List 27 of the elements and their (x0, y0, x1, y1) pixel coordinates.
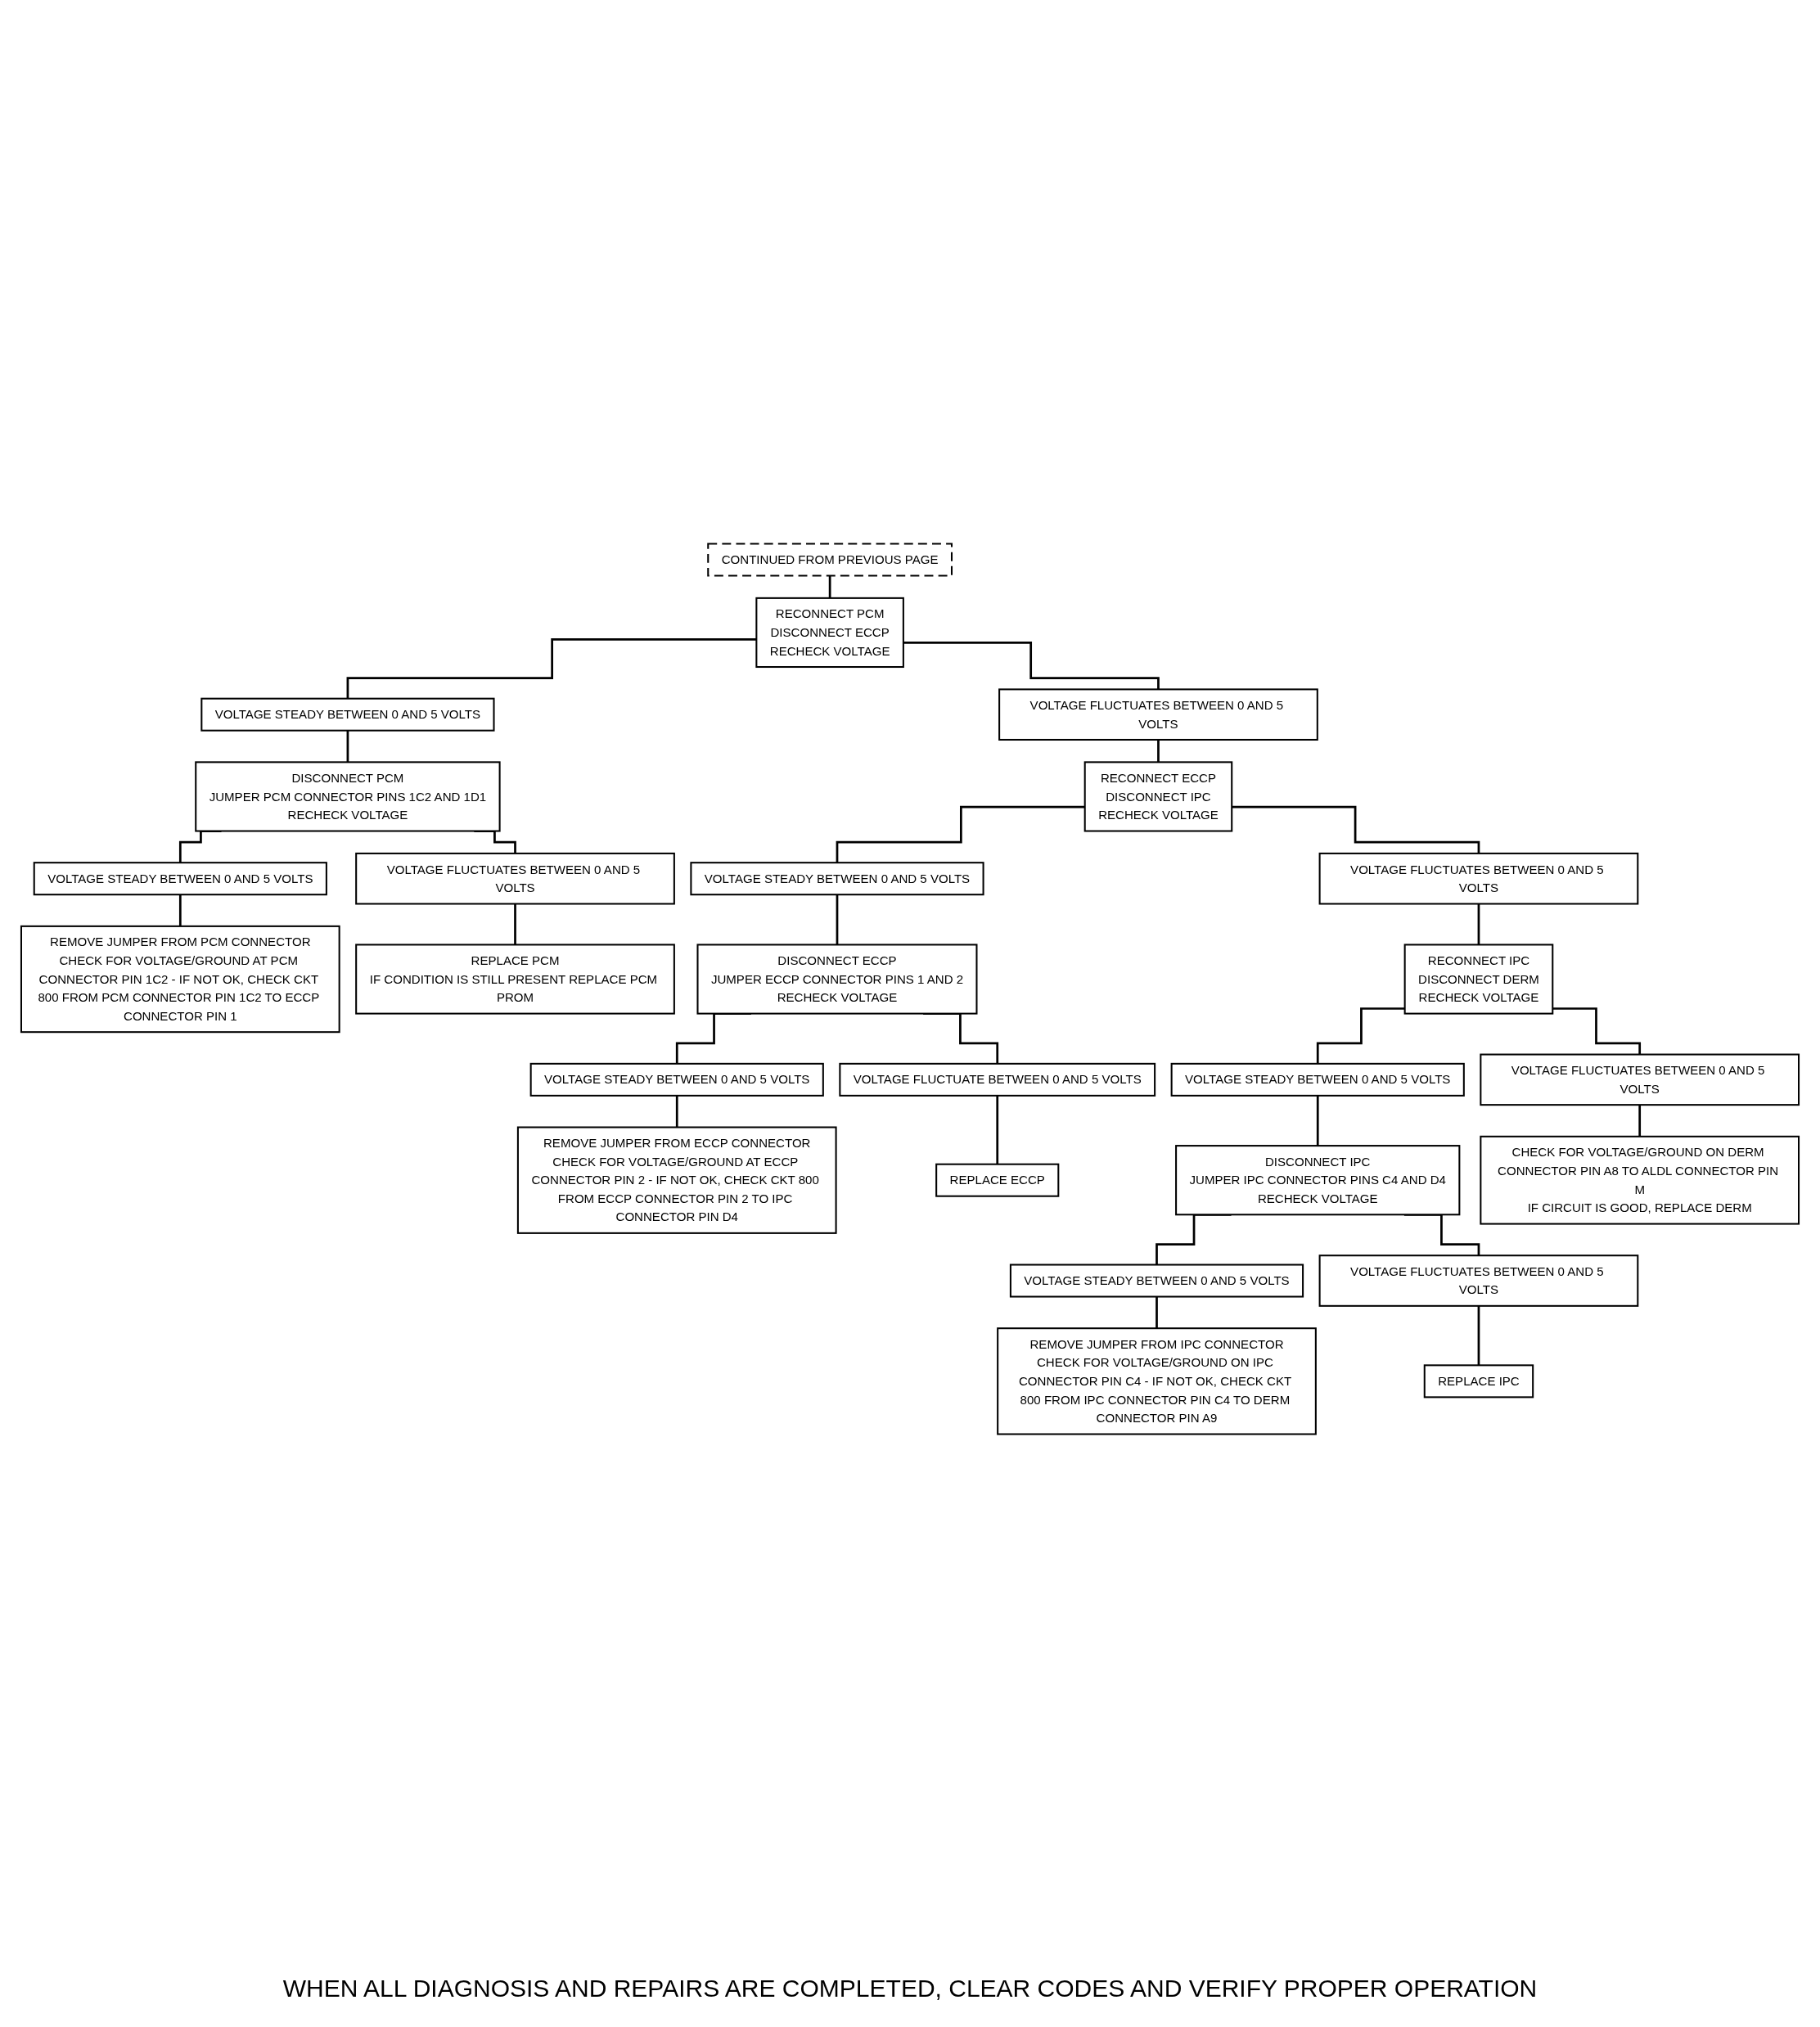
node-box: REPLACE IPC (1423, 1364, 1534, 1399)
node-box: CONTINUED FROM PREVIOUS PAGE (707, 543, 953, 577)
node-box: VOLTAGE FLUCTUATES BETWEEN 0 AND 5 VOLTS (1318, 1254, 1639, 1307)
node-box: REPLACE PCM IF CONDITION IS STILL PRESENT REPLACE PCM PROM (355, 944, 675, 1015)
node-box: VOLTAGE FLUCTUATES BETWEEN 0 AND 5 VOLTS (355, 852, 675, 905)
node-box: VOLTAGE FLUCTUATES BETWEEN 0 AND 5 VOLTS (1318, 852, 1639, 905)
node-box: RECONNECT ECCP DISCONNECT IPC RECHECK VOLTAGE (1083, 761, 1233, 832)
node-box: DISCONNECT PCM JUMPER PCM CONNECTOR PINS 1C2 AND 1D1 RECHECK VOLTAGE (195, 761, 501, 832)
node-box: DISCONNECT ECCP JUMPER ECCP CONNECTOR PINS 1 AND 2 RECHECK VOLTAGE (696, 944, 978, 1015)
node-box: VOLTAGE STEADY BETWEEN 0 AND 5 VOLTS (200, 697, 495, 732)
node-box: REMOVE JUMPER FROM ECCP CONNECTOR CHECK FOR VOLTAGE/GROUND AT ECCP CONNECTOR PIN 2 - IF NOT OK, CHECK CKT 800 FROM ECCP CONNECTOR PIN 2 TO IPC CONNECTOR PIN D4 (516, 1126, 837, 1234)
node-box: VOLTAGE FLUCTUATES BETWEEN 0 AND 5 VOLTS (998, 688, 1318, 741)
node-box: VOLTAGE STEADY BETWEEN 0 AND 5 VOLTS (529, 1062, 824, 1097)
node-box: VOLTAGE FLUCTUATE BETWEEN 0 AND 5 VOLTS (839, 1062, 1156, 1097)
caption: WHEN ALL DIAGNOSIS AND REPAIRS ARE COMPLETED, CLEAR CODES AND VERIFY PROPER OPERATION (282, 1974, 1538, 2003)
node-box: REPLACE ECCP (935, 1163, 1060, 1197)
node-box: VOLTAGE STEADY BETWEEN 0 AND 5 VOLTS (1009, 1263, 1304, 1298)
node-box: RECONNECT PCM DISCONNECT ECCP RECHECK VOLTAGE (755, 597, 904, 669)
node-box: DISCONNECT IPC JUMPER IPC CONNECTOR PINS C4 AND D4 RECHECK VOLTAGE (1175, 1145, 1461, 1216)
node-box: REMOVE JUMPER FROM IPC CONNECTOR CHECK FOR VOLTAGE/GROUND ON IPC CONNECTOR PIN C4 - IF NOT OK, CHECK CKT 800 FROM IPC CONNECTOR PIN C4 TO DERM CONNECTOR PIN A9 (997, 1327, 1317, 1435)
node-box: CHECK FOR VOLTAGE/GROUND ON DERM CONNECTOR PIN A8 TO ALDL CONNECTOR PIN M IF CIRCUIT IS GOOD, REPLACE DERM (1480, 1135, 1800, 1225)
node-box: RECONNECT IPC DISCONNECT DERM RECHECK VOLTAGE (1403, 944, 1554, 1015)
node-box: VOLTAGE STEADY BETWEEN 0 AND 5 VOLTS (1170, 1062, 1465, 1097)
node-box: VOLTAGE STEADY BETWEEN 0 AND 5 VOLTS (33, 862, 327, 896)
node-box: REMOVE JUMPER FROM PCM CONNECTOR CHECK FOR VOLTAGE/GROUND AT PCM CONNECTOR PIN 1C2 - IF NOT OK, CHECK CKT 800 FROM PCM CONNECTOR PIN 1C2 TO ECCP CONNECTOR PIN 1 (20, 925, 340, 1034)
node-box: VOLTAGE FLUCTUATES BETWEEN 0 AND 5 VOLTS (1480, 1053, 1800, 1106)
node-box: VOLTAGE STEADY BETWEEN 0 AND 5 VOLTS (690, 862, 984, 896)
